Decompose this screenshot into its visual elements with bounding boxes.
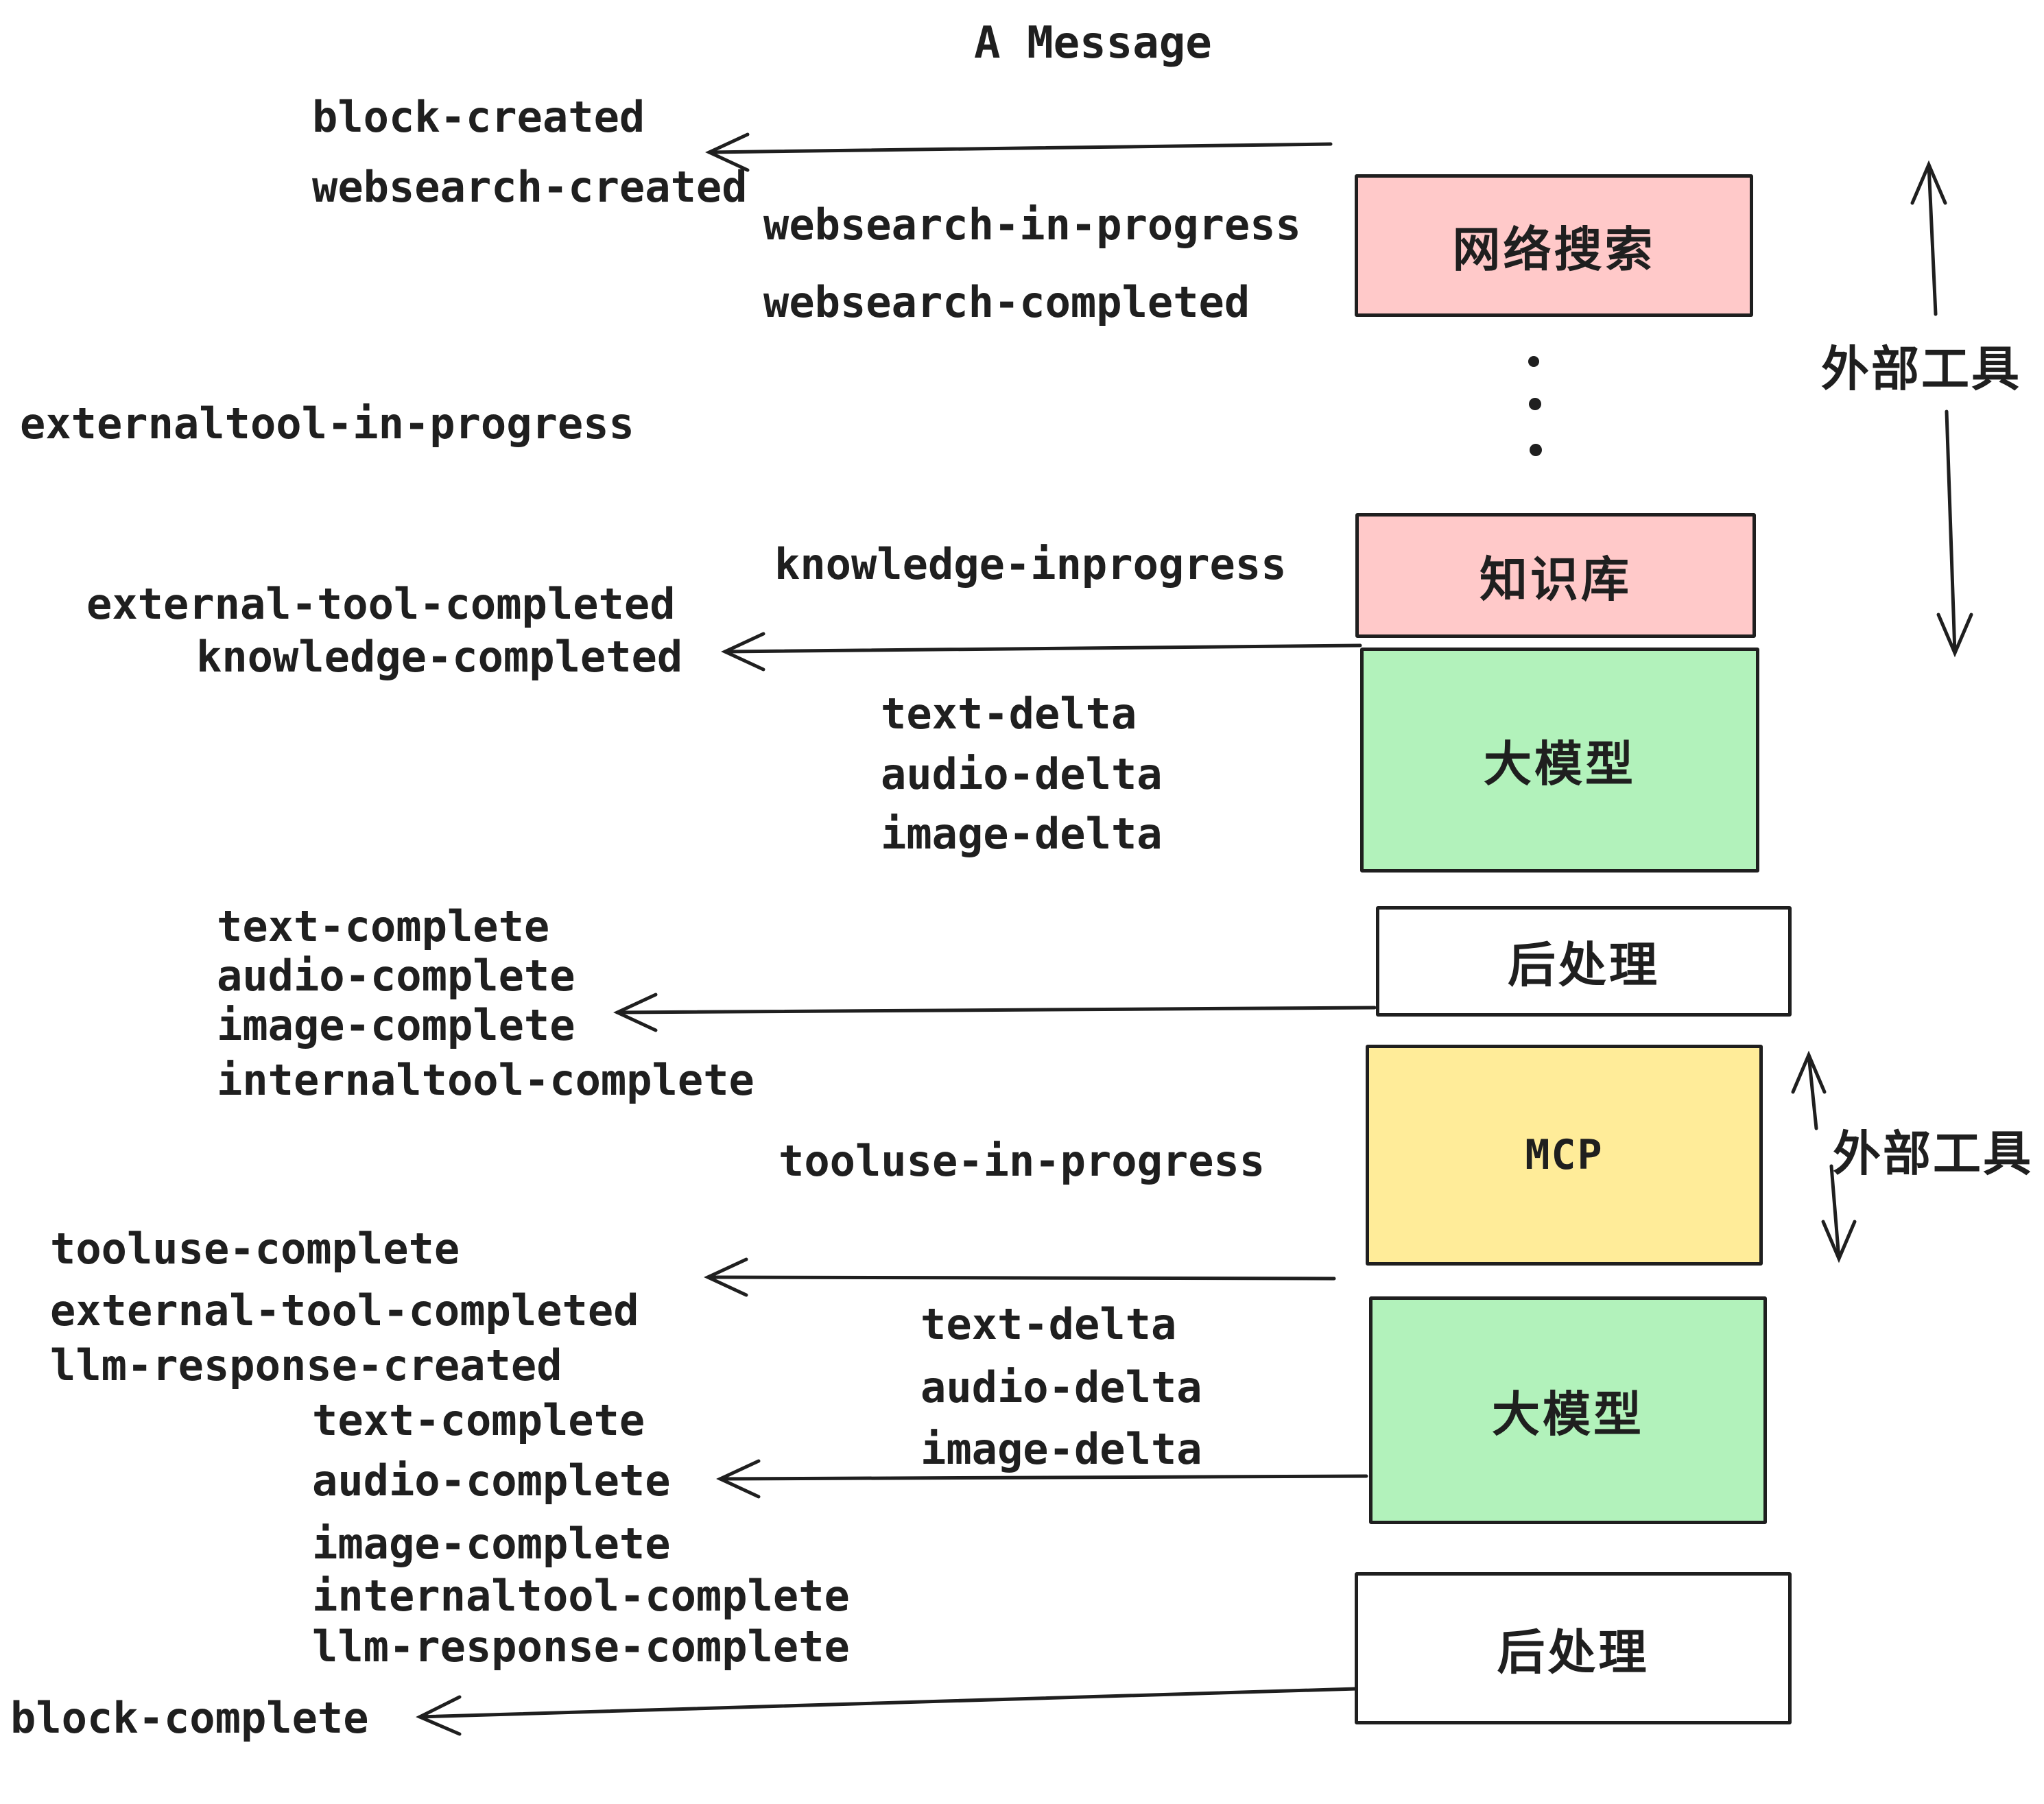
box-llm-2-label: 大模型 [1492, 1386, 1644, 1443]
external-tools-down-arrow-top [1936, 410, 1973, 658]
event-block-complete: block-complete [10, 1693, 369, 1743]
box-mcp-label: MCP [1525, 1131, 1604, 1179]
event-external-tool-completed-1: external-tool-completed [86, 579, 676, 629]
event-image-complete-2: image-complete [312, 1519, 671, 1569]
box-postprocess-2: 后处理 [1355, 1572, 1792, 1724]
arrow-to-image-complete [613, 993, 1377, 1032]
diagram-title: A Message [974, 18, 1212, 69]
box-postprocess-1-label: 后处理 [1508, 937, 1660, 993]
box-llm-1-label: 大模型 [1484, 735, 1636, 792]
event-image-delta-1: image-delta [881, 809, 1163, 859]
event-image-complete-1: image-complete [217, 1000, 575, 1050]
arrow-to-audio-complete [716, 1459, 1368, 1499]
box-postprocess-2-label: 后处理 [1497, 1624, 1650, 1681]
box-knowledge-base: 知识库 [1355, 513, 1756, 638]
event-tooluse-in-progress: tooluse-in-progress [779, 1136, 1265, 1186]
arrow-to-knowledge-completed [721, 632, 1362, 672]
box-llm-2: 大模型 [1369, 1296, 1767, 1524]
event-websearch-in-progress: websearch-in-progress [763, 200, 1301, 250]
box-knowledge-base-label: 知识库 [1479, 551, 1632, 608]
event-externaltool-in-progress: externaltool-in-progress [20, 399, 634, 449]
event-image-delta-2: image-delta [920, 1424, 1202, 1474]
event-websearch-created: websearch-created [312, 162, 748, 212]
external-tools-down-arrow-mid [1821, 1164, 1857, 1263]
event-text-delta-1: text-delta [881, 689, 1137, 739]
arrow-to-block-complete [416, 1687, 1359, 1736]
event-internaltool-complete-1: internaltool-complete [217, 1055, 754, 1105]
external-tools-label-mid: 外部工具 [1833, 1126, 2033, 1182]
event-block-created: block-created [312, 92, 645, 142]
event-audio-delta-2: audio-delta [920, 1362, 1202, 1412]
event-tooluse-complete: tooluse-complete [50, 1224, 460, 1274]
external-tools-up-arrow-mid [1791, 1050, 1827, 1130]
event-websearch-completed: websearch-completed [763, 277, 1250, 327]
arrow-to-block-created [705, 132, 1333, 172]
event-knowledge-inprogress: knowledge-inprogress [774, 539, 1287, 589]
box-websearch: 网络搜索 [1355, 174, 1753, 317]
event-internaltool-complete-2: internaltool-complete [312, 1571, 850, 1621]
event-audio-complete-2: audio-complete [312, 1456, 671, 1506]
event-llm-response-complete: llm-response-complete [312, 1622, 850, 1672]
event-text-complete-1: text-complete [217, 901, 550, 951]
arrow-to-tooluse-complete [704, 1257, 1336, 1297]
event-text-complete-2: text-complete [312, 1395, 645, 1445]
box-mcp: MCP [1366, 1045, 1763, 1266]
box-postprocess-1: 后处理 [1376, 906, 1792, 1017]
event-audio-complete-1: audio-complete [217, 951, 575, 1001]
event-llm-response-created: llm-response-created [50, 1340, 562, 1390]
ellipsis-dots [1528, 356, 1542, 456]
external-tools-up-arrow-top [1910, 160, 1947, 316]
external-tools-label-top: 外部工具 [1821, 341, 2021, 397]
box-llm-1: 大模型 [1360, 648, 1759, 873]
box-websearch-label: 网络搜索 [1452, 221, 1656, 278]
event-text-delta-2: text-delta [920, 1299, 1177, 1349]
event-knowledge-completed: knowledge-completed [196, 632, 683, 682]
event-external-tool-completed-2: external-tool-completed [50, 1285, 639, 1336]
event-audio-delta-1: audio-delta [881, 749, 1163, 799]
